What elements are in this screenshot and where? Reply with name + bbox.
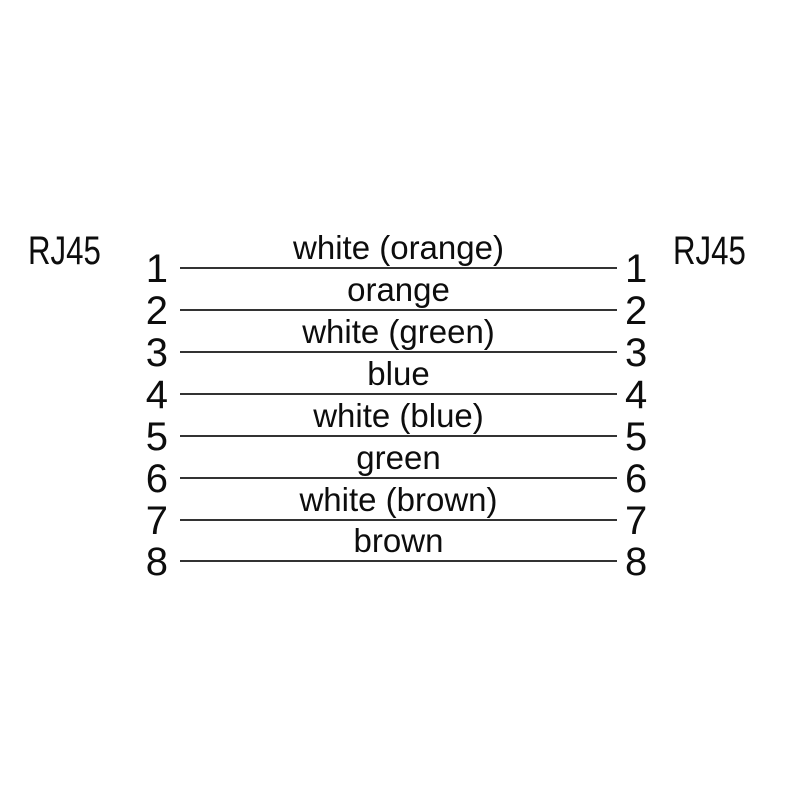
pin-number-left: 8 [145,540,168,584]
pin-number-left: 3 [145,331,168,375]
wire-line [180,393,617,395]
connector-label-left: RJ45 [28,229,101,273]
wire-color-label: orange [347,271,450,308]
wire-color-label: white (orange) [293,229,504,266]
wire-line [180,435,617,437]
wire-line [180,267,617,269]
wire-color-label: white (brown) [299,481,498,518]
pin-number-left: 5 [145,415,168,459]
wire-row-4: 4 blue 4 [0,357,800,417]
wire-color-label: white (green) [302,313,495,350]
connector-label-right: RJ45 [673,229,746,273]
pin-number-right: 6 [625,457,648,501]
wire-color-label: white (blue) [313,397,484,434]
pin-number-right: 7 [625,499,648,543]
wire-row-3: 3 white (green) 3 [0,315,800,375]
wire-row-7: 7 white (brown) 7 [0,483,800,543]
wire-line [180,560,617,562]
wire-color-label: green [356,439,441,476]
wire-line [180,477,617,479]
wire-color-label: brown [353,522,444,559]
pin-number-left: 4 [145,373,168,417]
pin-number-left: 7 [145,499,168,543]
pin-number-left: 1 [145,247,168,291]
wire-row-8: 8 brown 8 [0,524,800,584]
pin-number-right: 5 [625,415,648,459]
wire-line [180,351,617,353]
pin-number-left: 6 [145,457,168,501]
pin-number-right: 3 [625,331,648,375]
wire-row-2: 2 orange 2 [0,273,800,333]
wire-color-label: blue [367,355,430,392]
wire-line [180,519,617,521]
wire-row-1: 1 white (orange) 1 [0,231,800,291]
pin-number-right: 4 [625,373,648,417]
pin-number-left: 2 [145,289,168,333]
pin-number-right: 2 [625,289,648,333]
wire-row-5: 5 white (blue) 5 [0,399,800,459]
pin-number-right: 8 [625,540,648,584]
pin-number-right: 1 [625,247,648,291]
wire-line [180,309,617,311]
wire-row-6: 6 green 6 [0,441,800,501]
